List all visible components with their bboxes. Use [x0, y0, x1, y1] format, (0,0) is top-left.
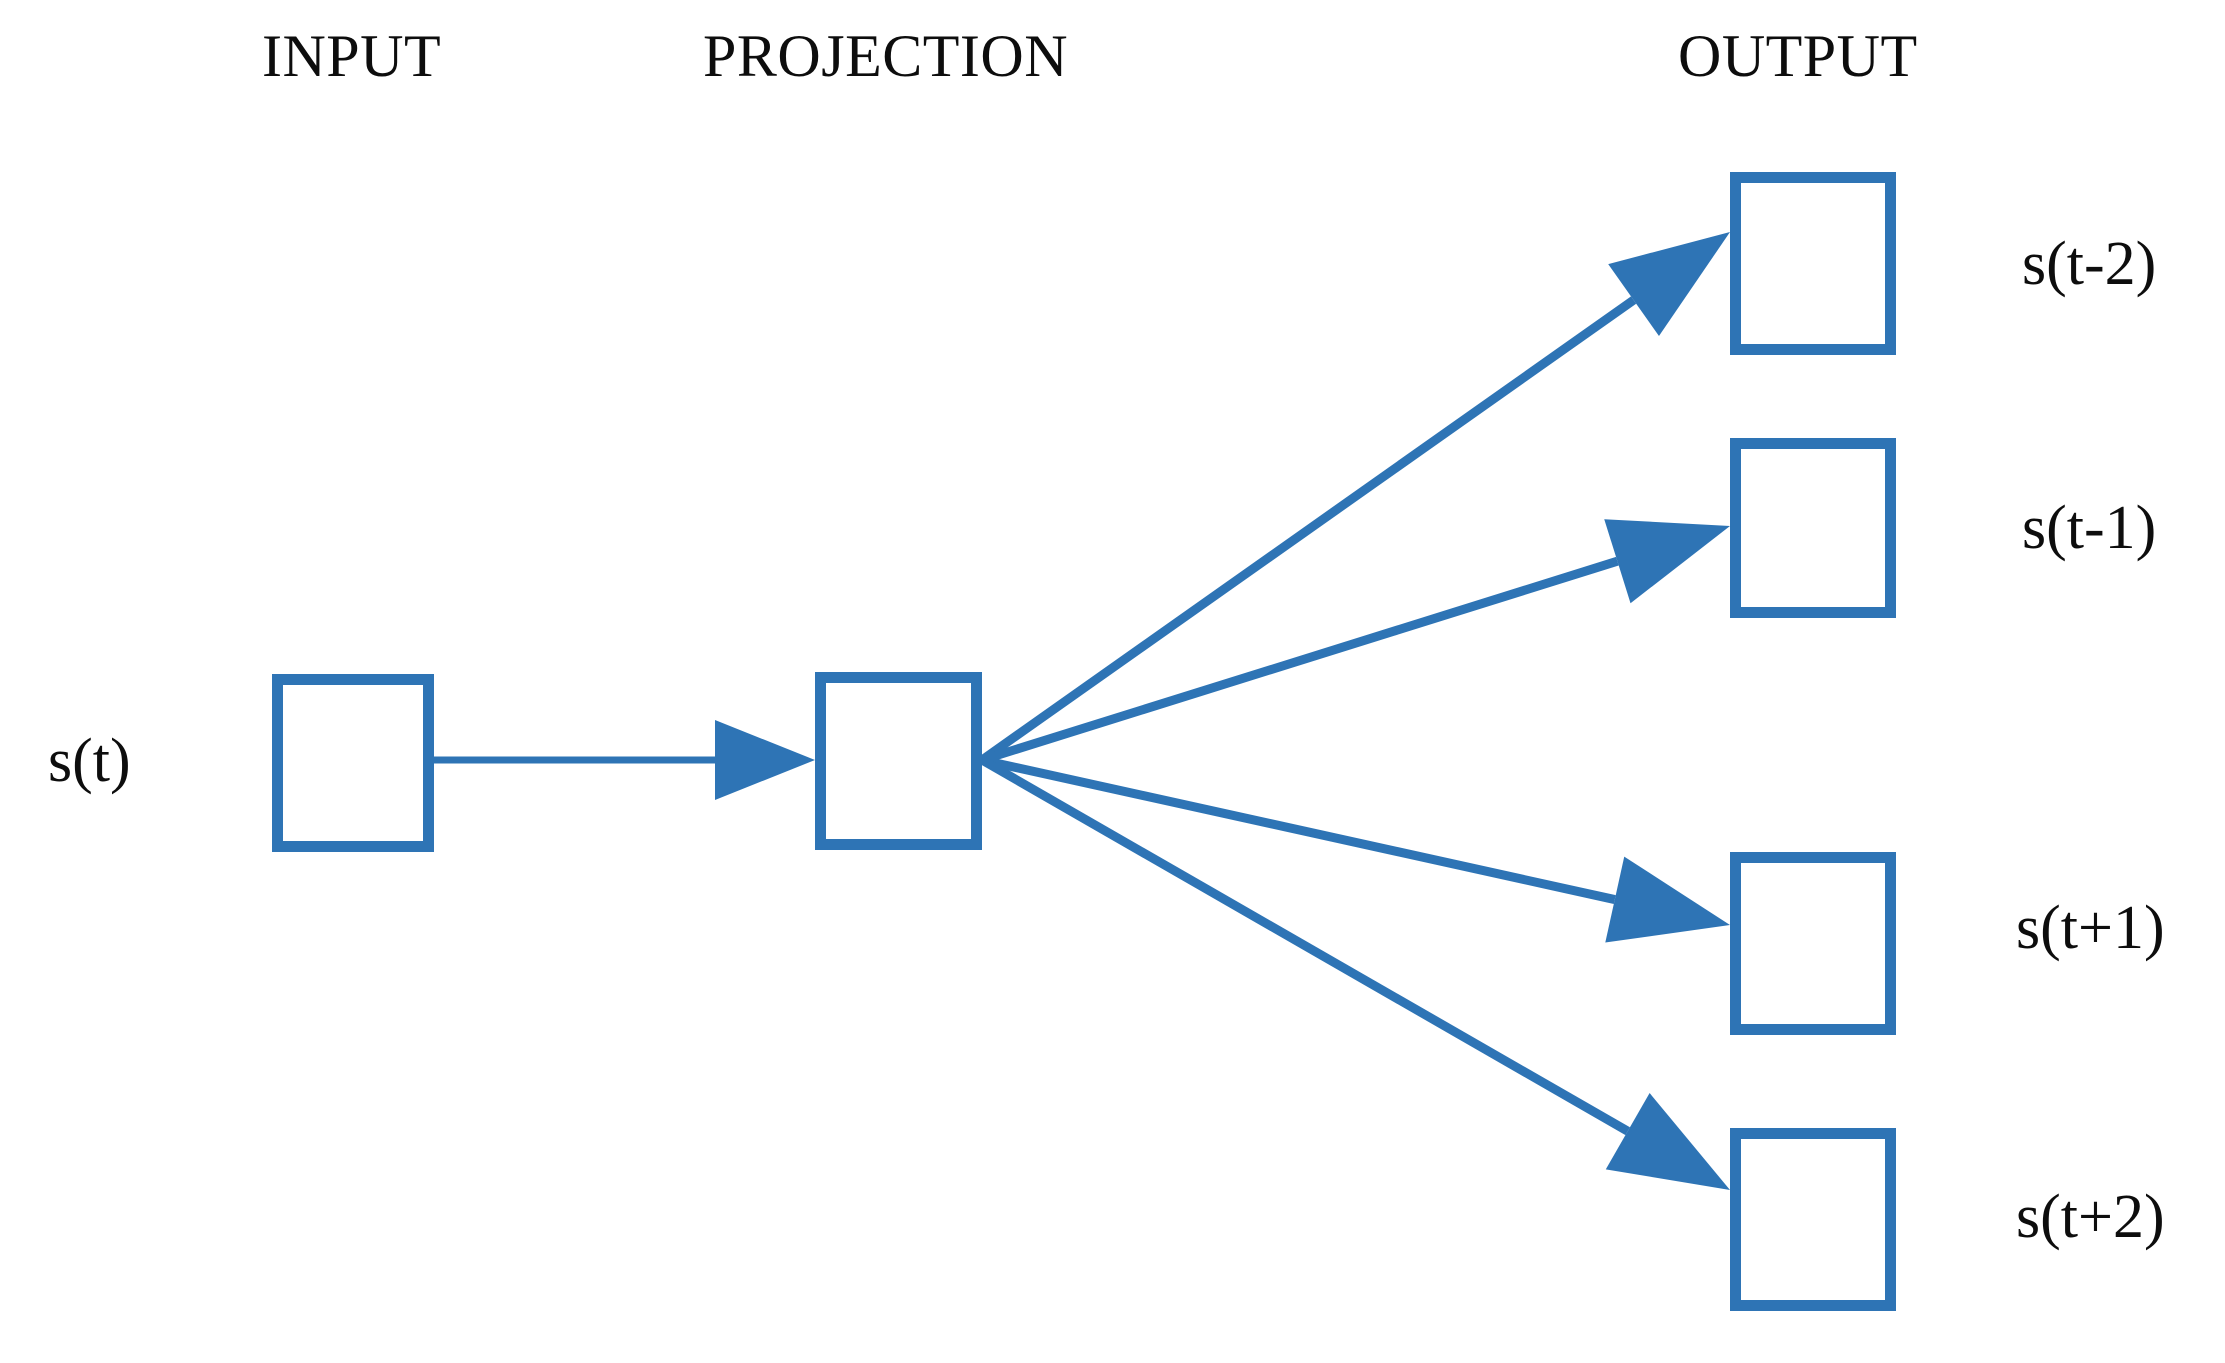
edge-projection-out-t-plus-1-head [1605, 856, 1730, 943]
output-label-t-plus-1: s(t+1) [2016, 894, 2165, 962]
edge-projection-out-t-minus-2-shaft [979, 296, 1637, 764]
output-node-t-plus-1[interactable] [1730, 852, 1896, 1035]
column-header-output: OUTPUT [1678, 23, 1918, 89]
column-header-projection: PROJECTION [703, 23, 1069, 89]
edge-projection-out-t-minus-1-shaft [980, 556, 1619, 765]
edge-projection-out-t-plus-2-shaft [979, 756, 1630, 1136]
output-node-t-minus-1[interactable] [1730, 438, 1896, 618]
output-label-t-minus-1: s(t-1) [2022, 494, 2157, 562]
output-label-t-minus-2: s(t-2) [2022, 230, 2157, 298]
output-node-t-plus-2[interactable] [1730, 1128, 1896, 1311]
edge-input-projection-head [715, 720, 815, 800]
edge-projection-out-t-minus-1-head [1604, 519, 1730, 604]
output-label-t-plus-2: s(t+2) [2016, 1183, 2165, 1251]
output-node-t-minus-2[interactable] [1730, 172, 1896, 355]
edge-projection-out-t-plus-1-shaft [981, 755, 1616, 904]
projection-node[interactable] [815, 672, 982, 850]
edge-projection-out-t-minus-2-head [1608, 232, 1730, 336]
input-node[interactable] [272, 674, 434, 852]
input-label: s(t) [48, 727, 131, 795]
column-header-input: INPUT [262, 23, 442, 89]
edge-projection-out-t-plus-2-head [1605, 1093, 1730, 1190]
